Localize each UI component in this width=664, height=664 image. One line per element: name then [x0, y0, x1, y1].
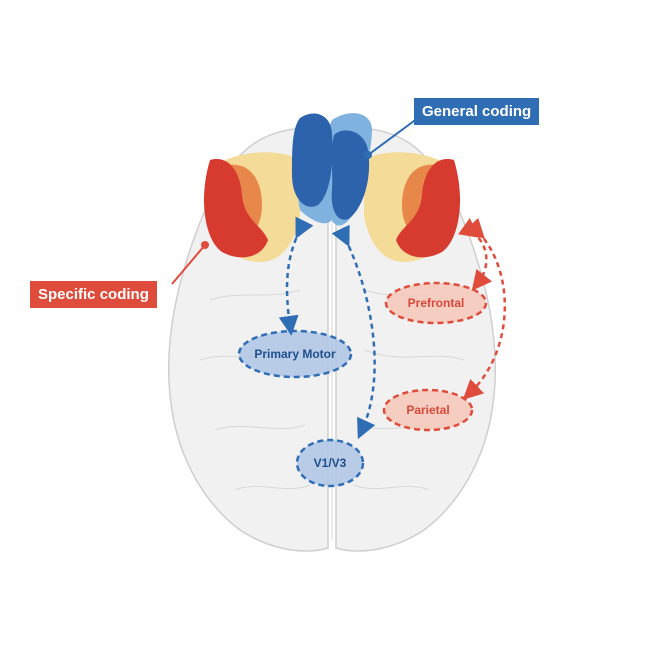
arrow-specific-to-prefrontal — [458, 218, 493, 291]
dark-blue-region-left — [292, 113, 333, 207]
arrow-specific-to-parietal — [462, 217, 506, 400]
parietal-label: Parietal — [406, 403, 450, 417]
specific-coding-leader — [171, 244, 206, 285]
v1v3-label: V1/V3 — [313, 456, 347, 470]
dark-blue-region-right — [331, 130, 370, 220]
specific-coding-dot — [201, 241, 209, 249]
arrow-general-to-primary-motor — [278, 216, 314, 336]
specific-regions — [203, 159, 461, 258]
specific-coding-label: Specific coding — [30, 281, 157, 308]
prefrontal-label: Prefrontal — [407, 296, 465, 310]
v1v3-node — [295, 438, 365, 488]
general-regions — [292, 113, 372, 226]
general-coding-leader — [367, 117, 419, 156]
prefrontal-node — [384, 281, 488, 325]
general-coding-dot — [364, 151, 372, 159]
parietal-node — [382, 388, 474, 432]
general-coding-label: General coding — [414, 98, 540, 125]
right-red-region — [396, 159, 461, 258]
primary-motor-label: Primary Motor — [254, 347, 336, 361]
left-red-region — [203, 159, 268, 258]
